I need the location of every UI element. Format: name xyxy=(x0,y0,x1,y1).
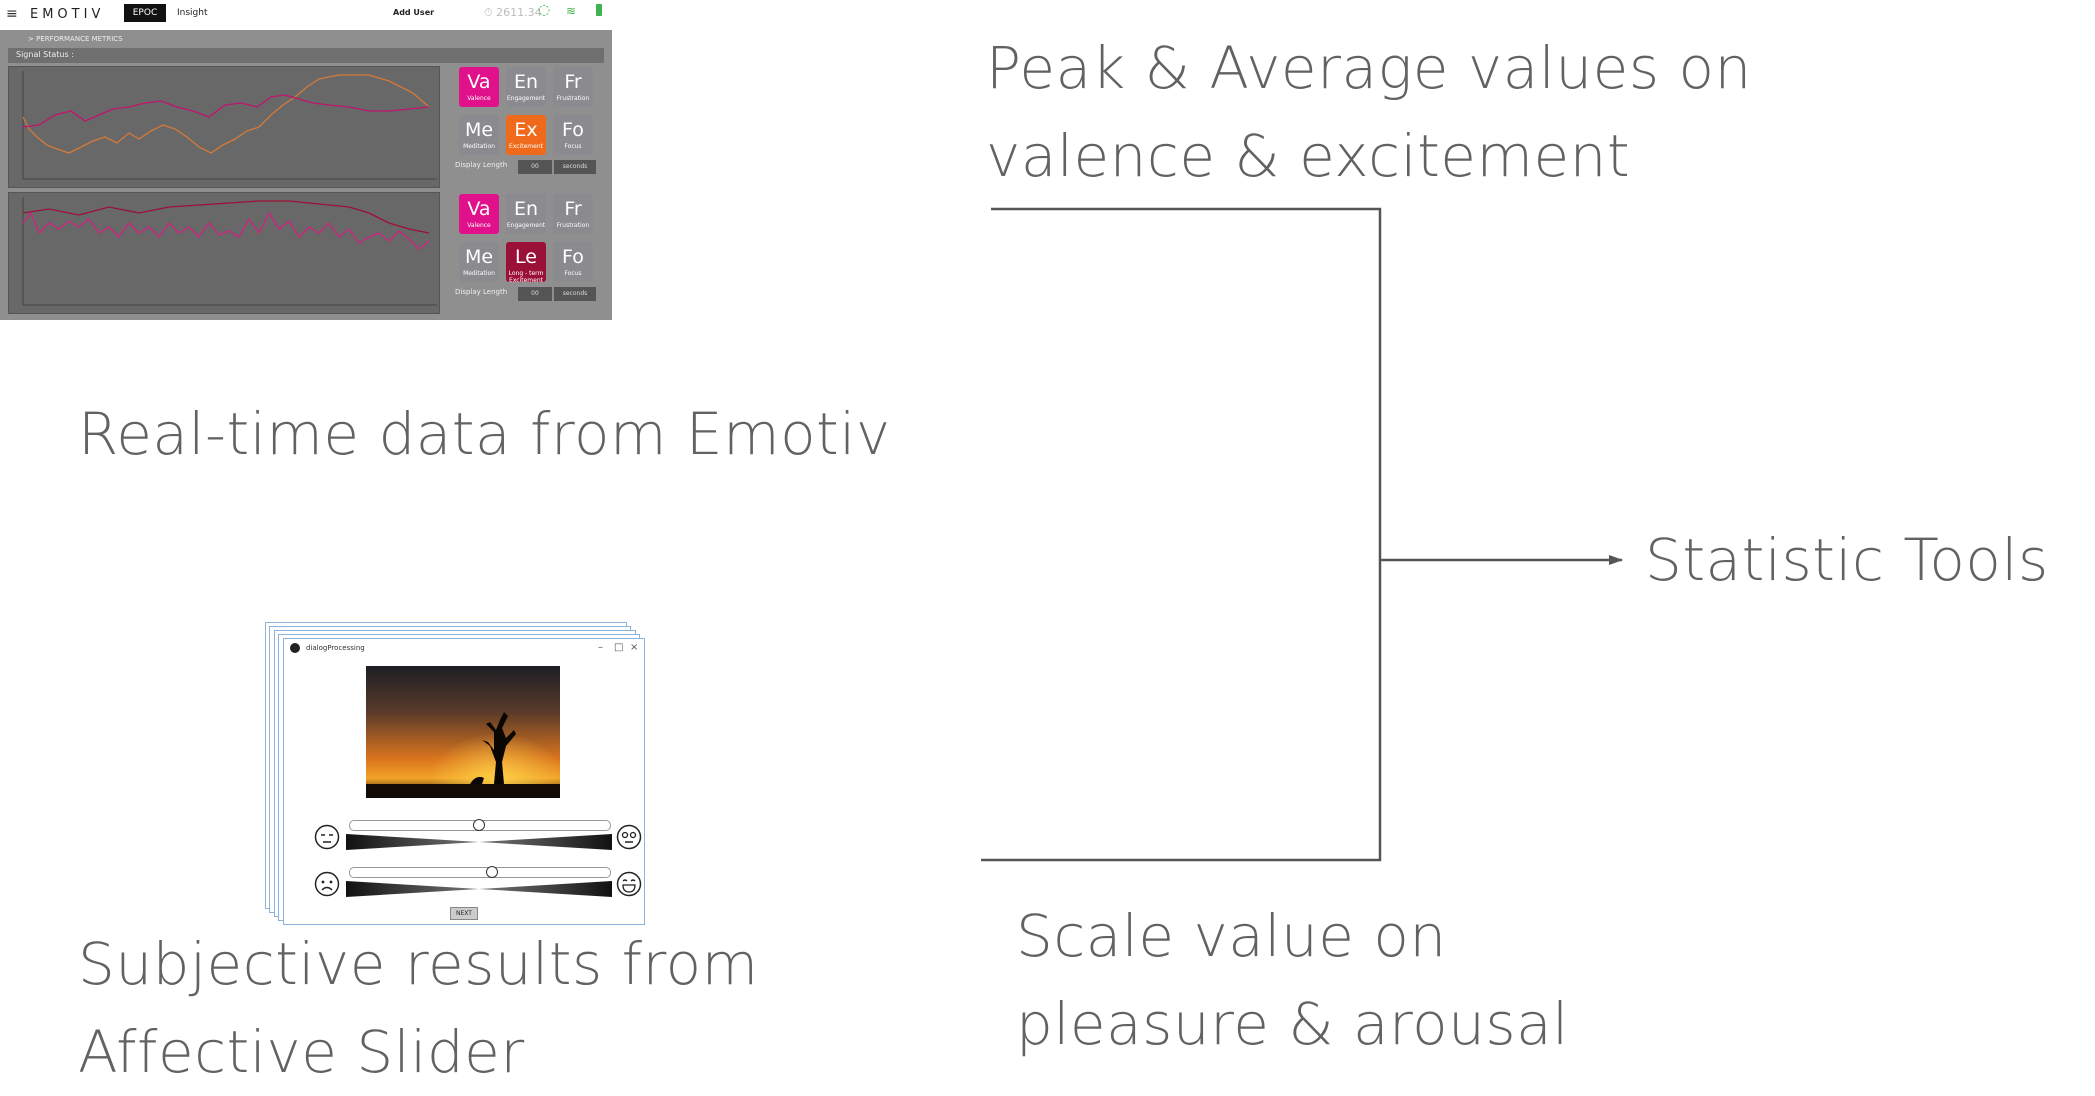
display-length-input[interactable]: 00 xyxy=(518,287,552,301)
peak-average-label-line2: valence & excitement xyxy=(986,122,1631,190)
signal-status-label: Signal Status : xyxy=(16,50,74,59)
tile-name: Engagement xyxy=(506,222,546,229)
close-icon[interactable]: × xyxy=(630,642,639,653)
hamburger-icon[interactable]: ≡ xyxy=(6,6,18,22)
tile-abbr: Fo xyxy=(562,119,584,141)
timer-value: 2611.34 xyxy=(496,6,542,19)
display-length-unit[interactable]: seconds xyxy=(554,287,596,301)
scale-value-label-line1: Scale value on xyxy=(1016,902,1447,970)
wifi-icon: ≋ xyxy=(566,4,577,18)
tile-abbr: Fo xyxy=(562,246,584,268)
arousal-slider-knob[interactable] xyxy=(473,819,485,831)
slider-caption-line2: Affective Slider xyxy=(78,1018,525,1086)
timer-readout: ⏱ 2611.34 xyxy=(484,6,542,19)
tile-abbr: Fr xyxy=(564,198,582,220)
tab-epoc[interactable]: EPOC xyxy=(124,4,166,22)
stimulus-image xyxy=(366,666,560,798)
statistic-tools-label: Statistic Tools xyxy=(1645,526,2049,594)
plot-bottom-lines xyxy=(22,197,437,306)
display-length-label: Display Length xyxy=(455,161,508,169)
tile-abbr: En xyxy=(513,198,539,220)
breadcrumb: > PERFORMANCE METRICS xyxy=(28,35,123,43)
metrics-plot-bottom xyxy=(8,192,440,314)
tile-name: Engagement xyxy=(506,95,546,102)
peak-average-label-line1: Peak & Average values on xyxy=(986,34,1752,102)
tile-name: Meditation xyxy=(463,143,495,150)
metrics-plot-top xyxy=(8,66,440,188)
tile-abbr: Fr xyxy=(564,71,582,93)
headset-icon: ◌ xyxy=(538,2,551,18)
emotiv-caption: Real-time data from Emotiv xyxy=(78,400,891,468)
tile-name: Focus xyxy=(564,270,582,277)
tile-name: Excitement xyxy=(509,143,543,150)
emotiv-topbar: ≡ EMOTIV EPOC Insight Add User ⏱ 2611.34… xyxy=(0,0,612,32)
laughing-face-icon xyxy=(616,871,642,897)
tab-insight[interactable]: Insight xyxy=(177,8,208,18)
tile-abbr: Le xyxy=(515,246,537,268)
tile-name: Focus xyxy=(564,143,582,150)
tile-abbr: En xyxy=(513,71,539,93)
tile-name: Valence xyxy=(467,95,491,102)
tile-abbr: Va xyxy=(467,198,491,220)
sad-face-icon xyxy=(314,871,340,897)
signal-status-bar: Signal Status : xyxy=(8,48,604,63)
excited-face-icon xyxy=(616,824,642,850)
display-length-unit[interactable]: seconds xyxy=(554,160,596,174)
display-length-label: Display Length xyxy=(455,288,508,296)
display-length-input[interactable]: 00 xyxy=(518,160,552,174)
tile-name: Frustration xyxy=(556,95,590,102)
next-button[interactable]: NEXT xyxy=(450,907,478,920)
plot-top-lines xyxy=(22,71,437,180)
emotiv-screenshot: ≡ EMOTIV EPOC Insight Add User ⏱ 2611.34… xyxy=(0,0,612,320)
tile-name: Valence xyxy=(467,222,491,229)
add-user-button[interactable]: Add User xyxy=(393,8,435,17)
affective-slider-window: dialogProcessing – □ × xyxy=(283,638,645,925)
battery-icon xyxy=(596,4,602,16)
window-title: dialogProcessing xyxy=(306,644,365,652)
tile-abbr: Me xyxy=(464,119,494,141)
bracket-line xyxy=(981,207,1382,862)
tile-abbr: Ex xyxy=(514,119,538,141)
tile-abbr: Me xyxy=(464,246,494,268)
pleasure-slider-knob[interactable] xyxy=(486,866,498,878)
scale-value-label-line2: pleasure & arousal xyxy=(1016,990,1569,1058)
tile-name: Long - term Excitement xyxy=(508,270,544,284)
tile-name: Frustration xyxy=(556,222,590,229)
arousal-intensity-ramp xyxy=(346,834,612,850)
sunset-tree-image xyxy=(366,666,560,798)
sleepy-face-icon xyxy=(314,824,340,850)
slider-caption-line1: Subjective results from xyxy=(78,930,759,998)
tile-abbr: Va xyxy=(467,71,491,93)
pleasure-slider-track[interactable] xyxy=(349,867,611,878)
emotiv-brand: EMOTIV xyxy=(30,7,105,22)
maximize-icon[interactable]: □ xyxy=(614,642,624,653)
minimize-icon[interactable]: – xyxy=(598,642,603,653)
app-logo-icon xyxy=(290,643,300,653)
pleasure-intensity-ramp xyxy=(346,881,612,897)
performance-metrics-panel: > PERFORMANCE METRICS Signal Status : Va… xyxy=(0,30,612,320)
tile-name: Meditation xyxy=(463,270,495,277)
